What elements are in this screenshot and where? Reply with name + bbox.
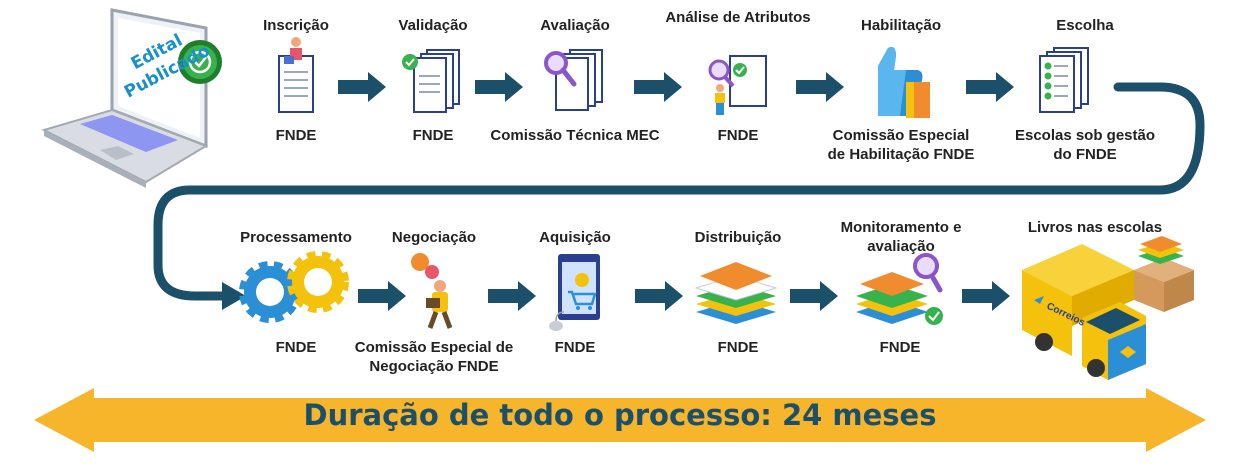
negotiation-person-icon	[411, 253, 453, 329]
connector-path	[153, 82, 1205, 301]
step-analise-title: Análise de Atributos	[665, 9, 811, 26]
gears-icon	[239, 251, 349, 323]
step-escolha-title: Escolha	[1056, 17, 1114, 34]
row1-arrows	[338, 72, 1014, 102]
duration-text: Duração de todo o processo: 24 meses	[303, 398, 937, 432]
person-analyzing-document-icon	[708, 55, 767, 115]
step-validacao-sub: FNDE	[412, 127, 454, 144]
step-aquisicao-title: Aquisição	[539, 229, 611, 246]
thumbs-up-icon	[878, 47, 930, 118]
step-escolha-sub: Escolas sob gestão do FNDE	[1014, 127, 1156, 163]
duration-banner	[34, 388, 1206, 452]
step-habilitacao-title: Habilitação	[860, 17, 942, 34]
step-validacao-title: Validação	[398, 17, 468, 34]
checklist-icon	[1039, 47, 1089, 113]
delivery-truck-icon	[1022, 244, 1146, 380]
step-processamento-title: Processamento	[240, 229, 352, 246]
step-analise-sub: FNDE	[717, 127, 759, 144]
step-distribuicao-sub: FNDE	[717, 339, 759, 356]
step-inscricao-title: Inscrição	[263, 17, 329, 34]
step-avaliacao-title: Avaliação	[540, 17, 610, 34]
step-livros-title: Livros nas escolas	[1027, 219, 1163, 236]
step-monitoramento-title: Monitoramento e avaliação	[840, 219, 962, 255]
online-purchase-icon	[549, 254, 600, 331]
magnifier-documents-icon	[544, 49, 603, 111]
validated-documents-icon	[402, 49, 460, 113]
laptop-icon	[41, 8, 209, 188]
books-magnifier-icon	[856, 253, 943, 325]
step-monitoramento-sub: FNDE	[879, 339, 921, 356]
step-aquisicao-sub: FNDE	[554, 339, 596, 356]
step-inscricao-sub: FNDE	[275, 127, 317, 144]
connector-arrowhead	[222, 282, 246, 310]
step-avaliacao-sub: Comissão Técnica MEC	[490, 127, 660, 144]
step-negociacao-title: Negociação	[391, 229, 477, 246]
step-distribuicao-title: Distribuição	[694, 229, 782, 246]
step-negociacao-sub: Comissão Especial de Negociação FNDE	[354, 339, 514, 375]
person-on-document-icon	[278, 37, 314, 113]
book-stack-icon	[694, 262, 778, 324]
check-badge-icon	[178, 40, 222, 84]
row2-arrows	[358, 281, 1010, 311]
step-habilitacao-sub: Comissão Especial de Habilitação FNDE	[827, 127, 975, 163]
book-box-icon	[1134, 236, 1194, 312]
step-processamento-sub: FNDE	[275, 339, 317, 356]
